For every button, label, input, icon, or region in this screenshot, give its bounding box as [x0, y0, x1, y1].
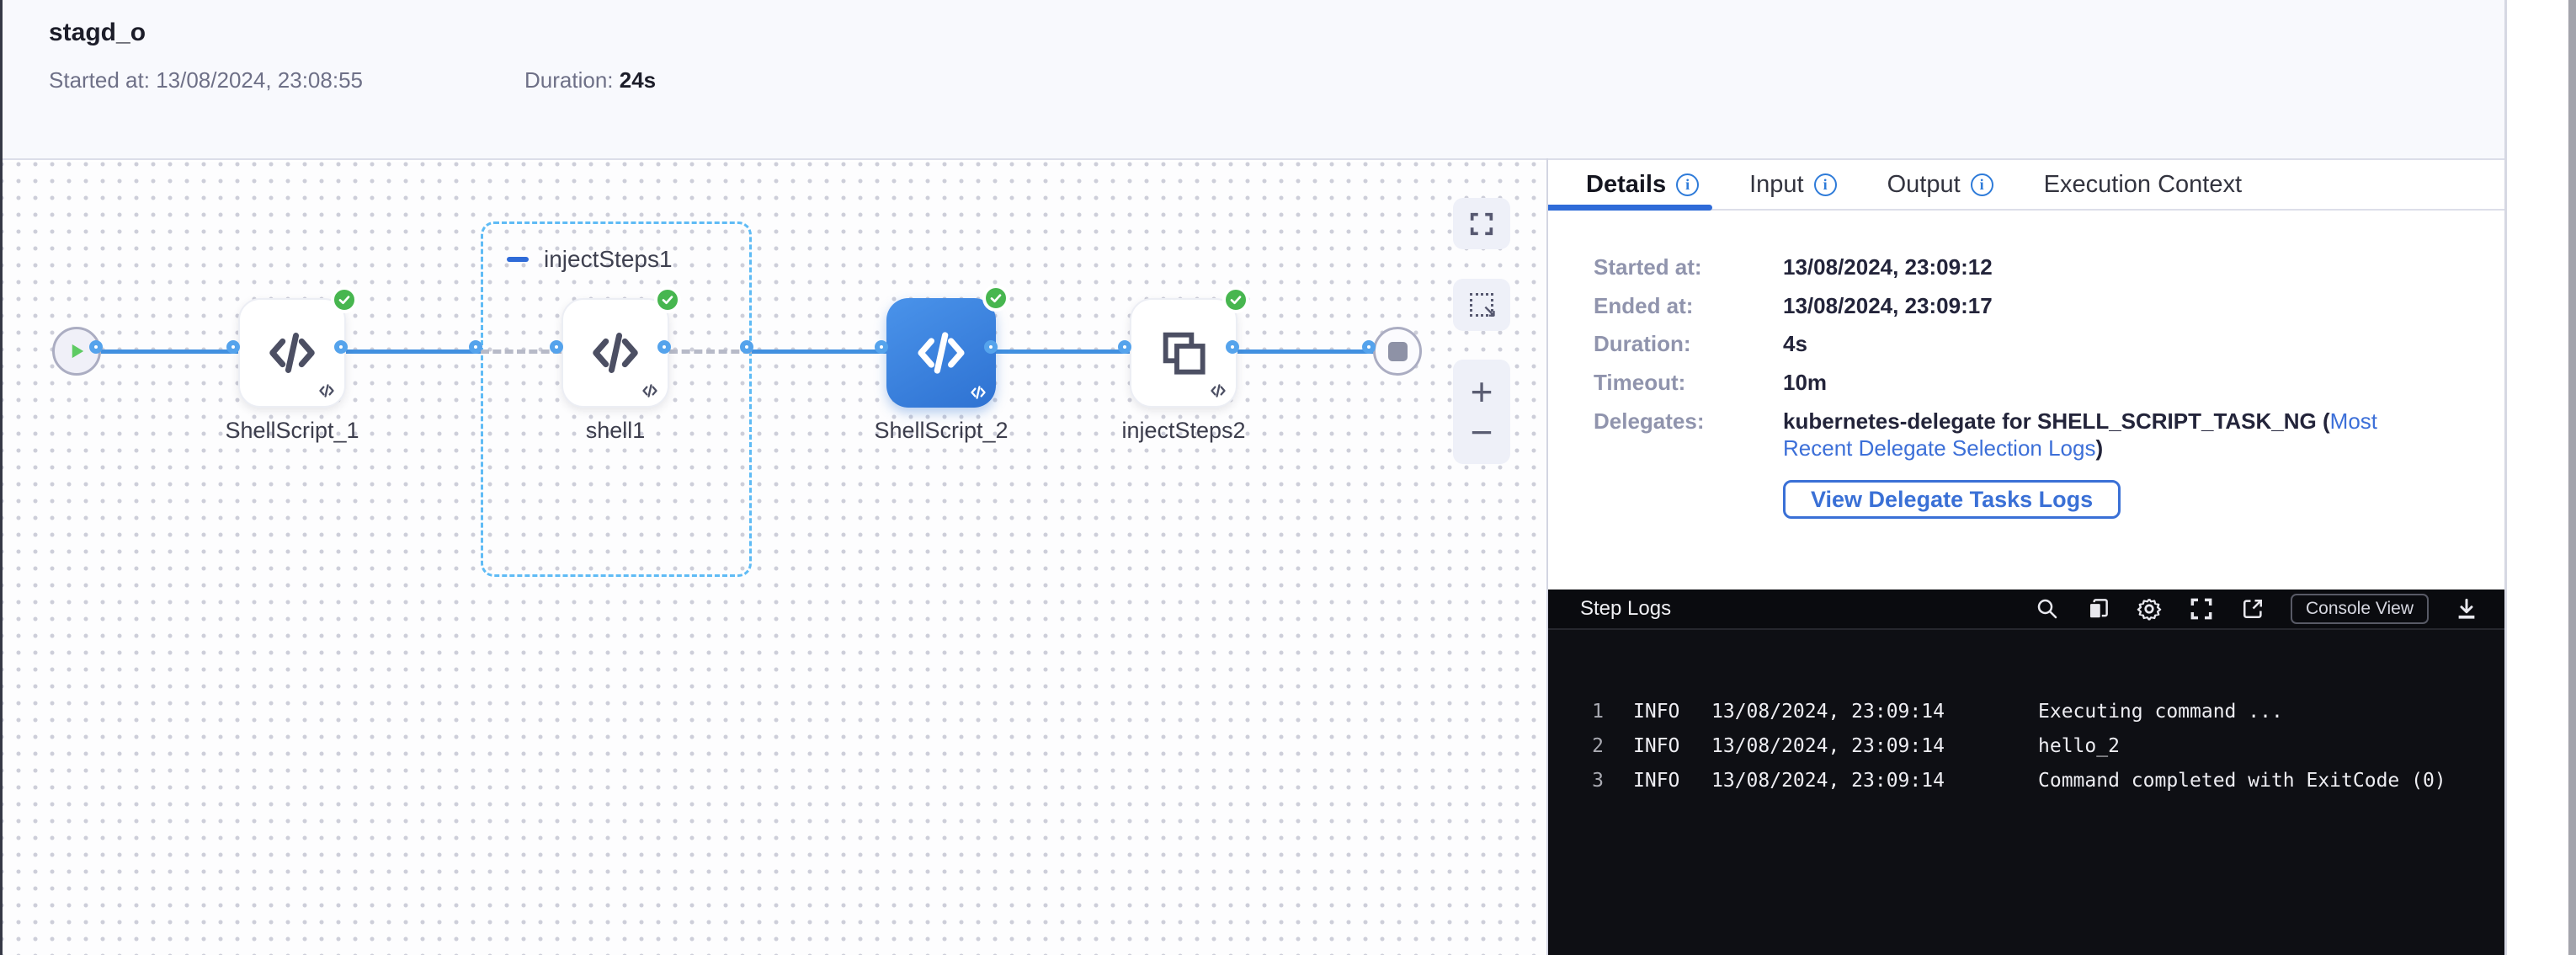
info-icon[interactable]: i — [1676, 173, 1700, 196]
port — [1118, 340, 1131, 354]
right-gutter — [2507, 0, 2576, 955]
edge-injectsteps2-to-end — [1237, 349, 1374, 354]
step-logs-header: Step Logs — [1548, 590, 2504, 630]
tab-input[interactable]: Input i — [1724, 160, 1862, 209]
success-check-icon — [654, 286, 681, 313]
info-icon[interactable]: i — [1813, 173, 1837, 196]
copy-icon[interactable] — [2085, 596, 2110, 622]
node-shell1[interactable] — [562, 286, 681, 408]
node-label: ShellScript_1 — [225, 418, 359, 443]
canvas-fullscreen-button[interactable] — [1453, 198, 1510, 249]
stop-icon — [1387, 341, 1408, 361]
open-in-new-tab-icon[interactable] — [2240, 596, 2265, 622]
port — [740, 340, 753, 354]
success-check-icon — [331, 286, 358, 313]
zoom-in-icon[interactable]: + — [1470, 369, 1493, 413]
marquee-select-icon: ↘ — [1470, 293, 1497, 321]
log-line: 1 INFO 13/08/2024, 23:09:14 Executing co… — [1592, 701, 2283, 723]
step-logs-console: Step Logs — [1548, 590, 2504, 955]
script-type-icon — [1211, 384, 1226, 397]
edge-shellscript1-to-group — [346, 349, 481, 354]
duration-meta: Duration: 24s — [524, 67, 657, 93]
pipeline-end-node — [1373, 327, 1422, 376]
port — [1362, 340, 1376, 354]
port — [984, 340, 998, 354]
canvas-reset-view-button[interactable]: ↘ — [1453, 279, 1510, 331]
log-line: 2 INFO 13/08/2024, 23:09:14 hello_2 — [1592, 735, 2120, 757]
pipeline-canvas[interactable]: injectSteps1 ShellScript_1 — [3, 162, 1546, 955]
port — [469, 340, 482, 354]
step-details-panel: Details i Input i Output i Execution Con… — [1548, 160, 2504, 955]
port — [875, 340, 888, 354]
settings-gear-icon[interactable] — [2136, 595, 2163, 622]
node-label: ShellScript_2 — [874, 418, 1009, 443]
play-icon — [72, 344, 84, 359]
details-tab-bar: Details i Input i Output i Execution Con… — [1548, 160, 2504, 211]
step-logs-body[interactable]: 1 INFO 13/08/2024, 23:09:14 Executing co… — [1548, 630, 2504, 804]
detail-row-started: Started at: 13/08/2024, 23:09:12 — [1594, 254, 1993, 280]
zoom-out-icon[interactable]: − — [1470, 409, 1493, 454]
info-icon[interactable]: i — [1970, 173, 1993, 196]
port — [657, 340, 671, 354]
node-label: injectSteps2 — [1121, 418, 1246, 443]
detail-row-ended: Ended at: 13/08/2024, 23:09:17 — [1594, 292, 1993, 318]
edge-group-to-shellscript2 — [752, 349, 886, 354]
delegate-selection-logs-link[interactable]: Most Recent Delegate Selection Logs — [1783, 408, 2377, 461]
node-shellscript2-selected[interactable] — [886, 285, 1009, 408]
edge-start-to-shellscript1 — [101, 349, 238, 354]
expand-fullscreen-icon[interactable] — [2188, 595, 2215, 622]
edge-shellscript2-to-injectsteps2 — [996, 349, 1130, 354]
stage-name: stagd_o — [49, 19, 146, 46]
node-shellscript1[interactable] — [238, 286, 358, 408]
node-label: shell1 — [585, 418, 646, 443]
step-logs-title: Step Logs — [1580, 597, 1672, 620]
panel-right-divider — [2504, 0, 2507, 955]
tab-execution-context[interactable]: Execution Context — [2043, 170, 2243, 198]
shell-script-icon — [263, 324, 321, 381]
port — [89, 340, 103, 354]
log-line: 3 INFO 13/08/2024, 23:09:14 Command comp… — [1592, 770, 2446, 792]
canvas-zoom-control[interactable]: + − — [1453, 360, 1510, 464]
step-group-header[interactable]: injectSteps1 — [507, 246, 673, 273]
shell-script-icon — [587, 324, 644, 381]
detail-row-delegates: Delegates: kubernetes-delegate for SHELL… — [1548, 408, 2504, 461]
script-type-icon — [642, 384, 657, 397]
scrollbar[interactable] — [2568, 0, 2576, 955]
shell-script-icon — [912, 323, 971, 382]
step-group-label: injectSteps1 — [544, 246, 673, 272]
node-injectsteps2[interactable] — [1130, 286, 1249, 408]
execution-header: stagd_o Started at: 13/08/2024, 23:08:55… — [3, 0, 2504, 160]
script-type-icon — [971, 386, 986, 399]
details-section: Started at: 13/08/2024, 23:09:12 Ended a… — [1548, 211, 2504, 520]
collapse-icon[interactable] — [507, 257, 529, 262]
pipeline-start-node — [52, 327, 101, 376]
started-at-meta: Started at: 13/08/2024, 23:08:55 — [49, 67, 363, 93]
view-delegate-tasks-logs-button[interactable]: View Delegate Tasks Logs — [1783, 480, 2121, 520]
script-type-icon — [319, 384, 334, 397]
tab-output[interactable]: Output i — [1862, 160, 2019, 209]
detail-row-duration: Duration: 4s — [1594, 331, 1807, 357]
delegates-value: kubernetes-delegate for SHELL_SCRIPT_TAS… — [1783, 408, 2377, 461]
port — [226, 340, 240, 354]
search-icon[interactable] — [2035, 596, 2060, 622]
console-view-button[interactable]: Console View — [2290, 594, 2429, 624]
panel-divider — [1546, 158, 1548, 955]
success-check-icon — [982, 285, 1009, 312]
port — [334, 340, 348, 354]
step-group-icon — [1163, 332, 1206, 375]
edge-group-to-shell1-dashed — [481, 349, 562, 354]
port — [550, 340, 563, 354]
success-check-icon — [1222, 286, 1249, 313]
detail-row-timeout: Timeout: 10m — [1594, 370, 1828, 396]
edge-shell1-to-group-dashed — [669, 349, 752, 354]
download-icon[interactable] — [2454, 596, 2479, 622]
tab-details[interactable]: Details i — [1548, 160, 1724, 211]
step-group-injectSteps1[interactable]: injectSteps1 — [481, 221, 752, 577]
collapsed-left-rail — [0, 0, 3, 955]
port — [1226, 340, 1239, 354]
fullscreen-icon — [1470, 212, 1493, 235]
